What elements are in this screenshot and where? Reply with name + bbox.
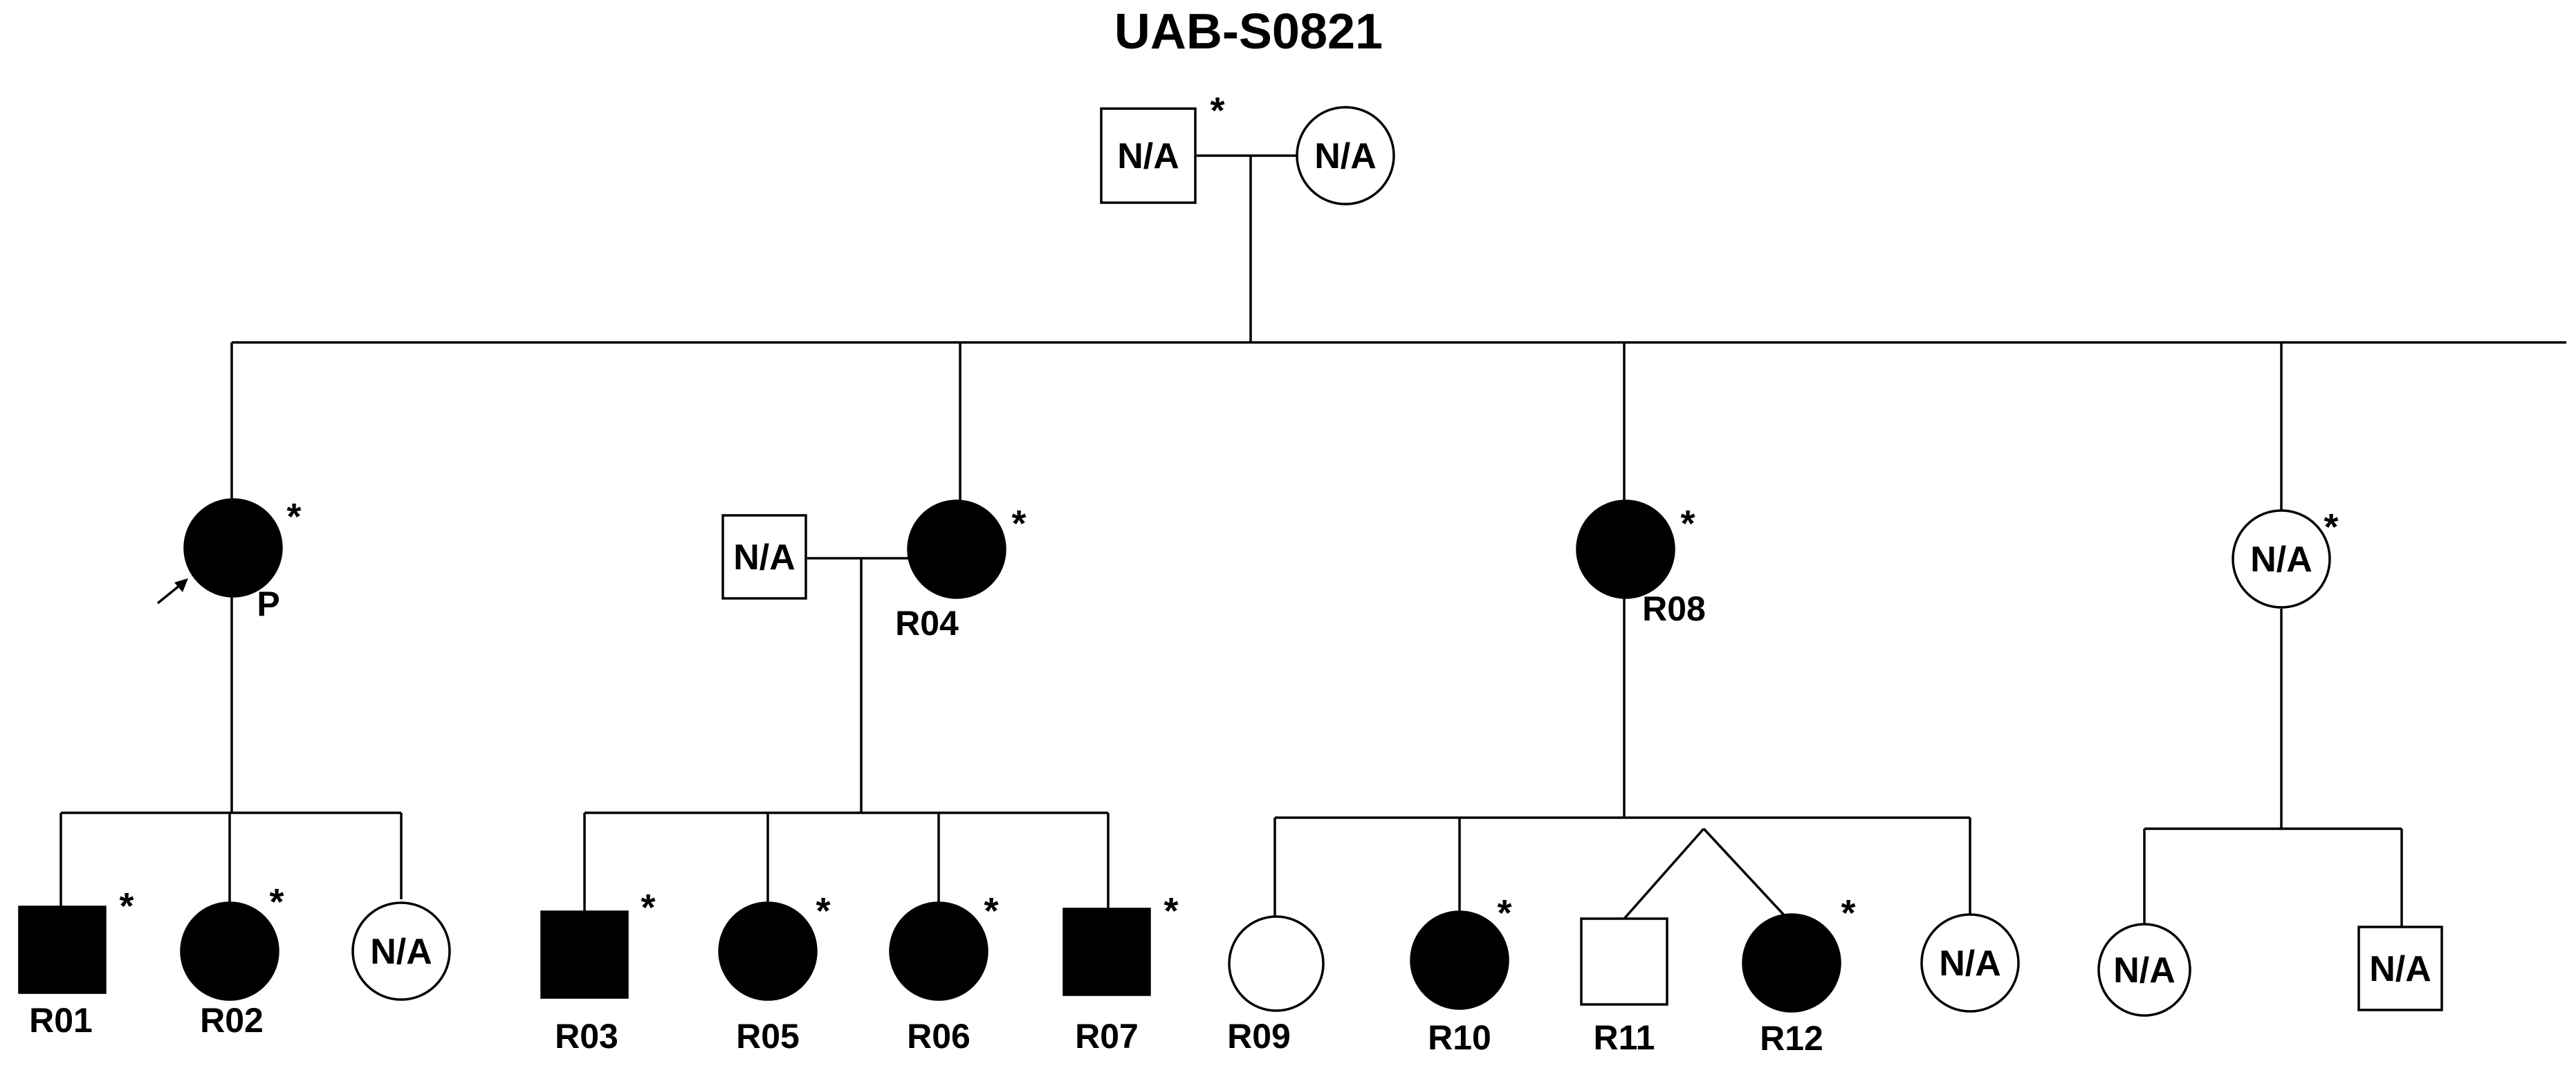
individual-label: R08 (1642, 589, 1706, 628)
twin-line-r11 (1623, 827, 1705, 920)
individual-label: R12 (1760, 1019, 1823, 1058)
unaffected-female-symbol (1228, 915, 1325, 1012)
individual-gen1-father: N/A * (1100, 90, 1225, 204)
affected-female-symbol (718, 901, 818, 1001)
unknown-status-text: N/A (733, 537, 795, 578)
unaffected-male-symbol (721, 514, 807, 600)
sequenced-asterisk: * (1210, 90, 1224, 131)
individual-label: R11 (1594, 1018, 1655, 1057)
individual-label: R09 (1227, 1017, 1291, 1056)
individual-label: R02 (200, 1001, 264, 1040)
individual-proband: P* (183, 496, 302, 623)
sequenced-asterisk: * (816, 890, 830, 932)
individual-r04: R04 * (895, 499, 1027, 643)
individual-r06: R06 * (889, 890, 999, 1056)
individual-r03: R03 * (540, 887, 656, 1056)
unaffected-female-symbol (2097, 923, 2191, 1017)
unknown-status-text: N/A (1117, 136, 1179, 176)
unaffected-female-symbol (351, 901, 451, 1001)
affected-female-symbol (1576, 499, 1675, 599)
individual-gen3-na-female: N/A (2097, 923, 2191, 1017)
individual-r09: R09 (1227, 915, 1325, 1056)
sequenced-asterisk: * (1680, 503, 1695, 544)
unaffected-male-symbol (1580, 917, 1668, 1006)
individuals-layer: N/A*N/AP*N/AR04*R08*N/A*R01*R02*N/AR03*R… (18, 90, 2443, 1058)
pedigree-lines (59, 154, 2566, 927)
sequenced-asterisk: * (286, 496, 301, 537)
unknown-status-text: N/A (1314, 136, 1377, 176)
sequenced-asterisk: * (269, 881, 284, 923)
individual-label: R10 (1428, 1018, 1491, 1057)
individual-label: P (257, 585, 279, 623)
unaffected-male-symbol (2357, 926, 2443, 1011)
individual-gen1-mother: N/A (1296, 106, 1395, 205)
unaffected-male-symbol (1100, 107, 1197, 204)
individual-r01: R01 * (18, 885, 134, 1040)
sequenced-asterisk: * (2324, 506, 2338, 548)
individual-r10: R10 * (1410, 892, 1512, 1057)
sequenced-asterisk: * (1163, 890, 1178, 932)
sequenced-asterisk: * (1497, 892, 1511, 934)
proband-arrow-icon (156, 578, 188, 605)
unaffected-female-symbol (2232, 509, 2331, 609)
unaffected-female-symbol (1920, 913, 2020, 1013)
individual-r08: R08 * (1576, 499, 1706, 628)
individual-r07: R07 * (1062, 890, 1179, 1056)
sequenced-asterisk: * (984, 890, 998, 932)
unknown-status-text: N/A (1939, 944, 2001, 984)
affected-female-symbol (183, 498, 283, 598)
individual-label: R05 (736, 1017, 800, 1056)
affected-female-symbol (180, 901, 279, 1001)
individual-label: R06 (907, 1017, 970, 1056)
individual-label: R01 (29, 1001, 93, 1040)
individual-label: R03 (555, 1017, 618, 1056)
affected-male-symbol (540, 910, 629, 999)
unaffected-female-symbol (1296, 106, 1395, 205)
affected-female-symbol (907, 499, 1006, 599)
unknown-status-text: N/A (2250, 540, 2312, 580)
individual-gen2-sister-na: N/A * (2232, 506, 2339, 609)
twin-line-r12 (1702, 827, 1788, 919)
individual-r11: R11 (1580, 917, 1668, 1057)
unknown-status-text: N/A (2369, 949, 2431, 989)
individual-p-child-na: N/A (351, 901, 451, 1001)
sequenced-asterisk: * (1011, 503, 1026, 544)
individual-label: R04 (895, 604, 959, 643)
individual-r02: R02 * (180, 881, 284, 1040)
affected-male-symbol (1062, 908, 1151, 996)
unknown-status-text: N/A (370, 932, 432, 972)
affected-female-symbol (1742, 913, 1841, 1013)
pedigree-title: UAB-S0821 (1114, 4, 1383, 59)
sequenced-asterisk: * (1841, 892, 1855, 934)
sequenced-asterisk: * (119, 885, 134, 927)
sequenced-asterisk: * (641, 887, 655, 928)
individual-r08-child-na: N/A (1920, 913, 2020, 1013)
individual-gen3-na-male: N/A (2357, 926, 2443, 1011)
individual-label: R07 (1075, 1017, 1139, 1056)
individual-spouse-r04: N/A (721, 514, 807, 600)
individual-r12: R12 * (1742, 892, 1856, 1058)
individual-r05: R05 * (718, 890, 831, 1056)
affected-female-symbol (1410, 910, 1509, 1010)
affected-male-symbol (18, 906, 107, 994)
unknown-status-text: N/A (2113, 950, 2175, 991)
affected-female-symbol (889, 901, 988, 1001)
